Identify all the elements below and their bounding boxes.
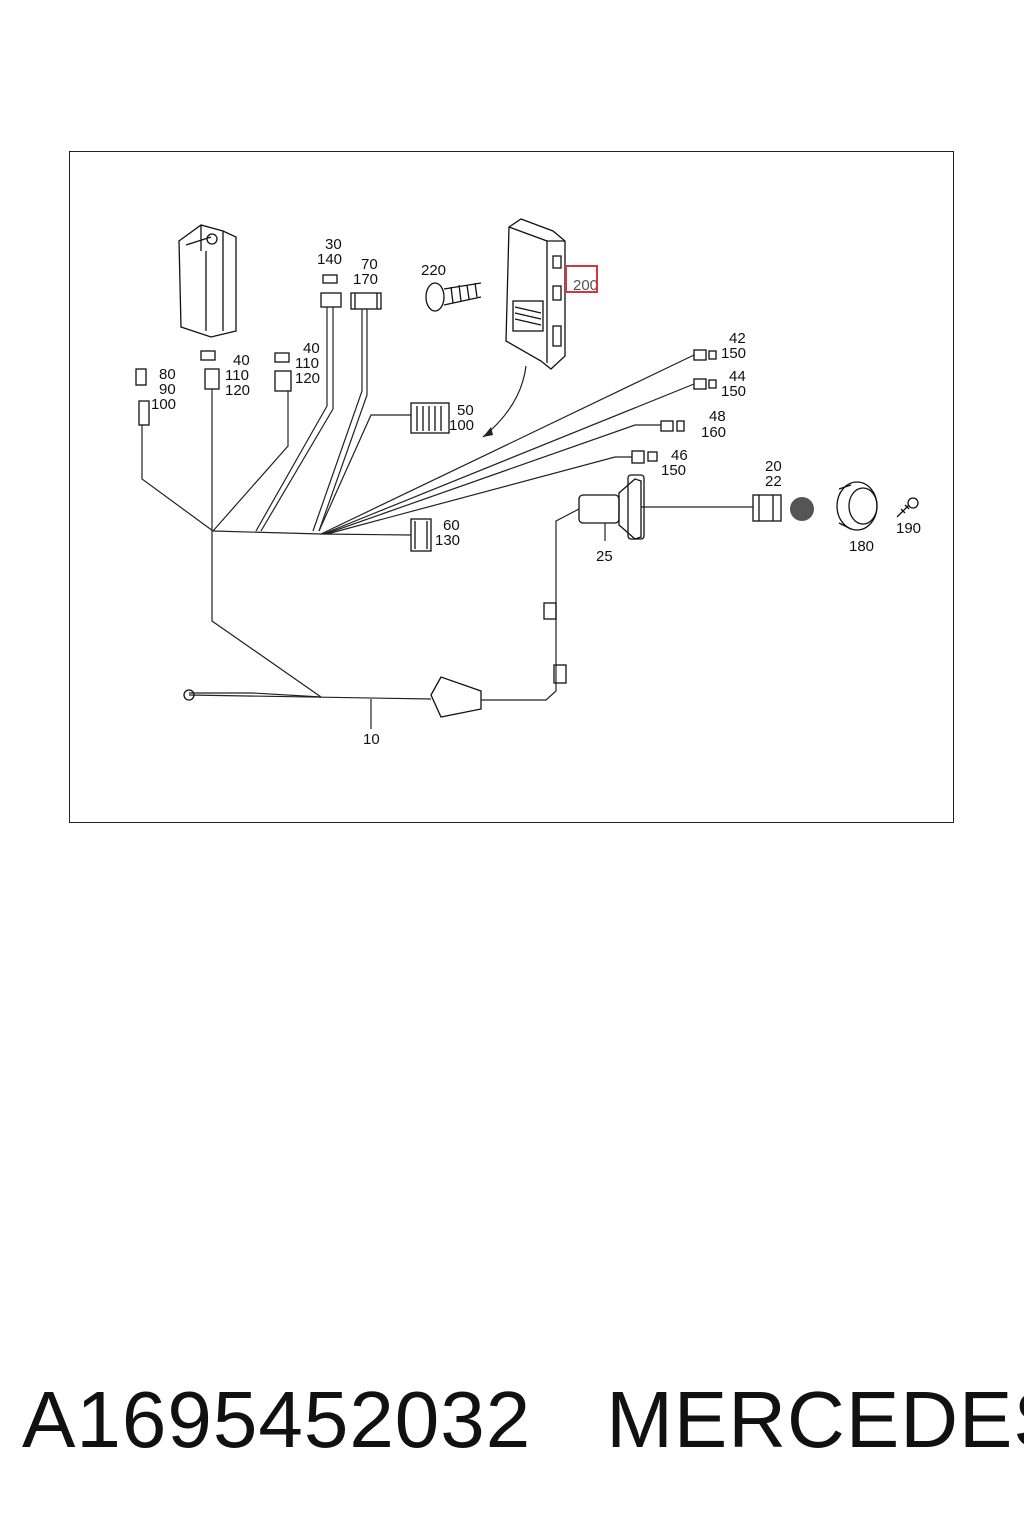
callout-22: 22 — [765, 473, 782, 490]
callout-44: 44 — [729, 368, 746, 385]
connector-44-part — [693, 378, 717, 390]
connector-60-part — [410, 518, 432, 552]
callout-42: 42 — [729, 330, 746, 347]
callout-60: 60 — [443, 517, 460, 534]
callout-70: 70 — [361, 256, 378, 273]
callout-50: 50 — [457, 402, 474, 419]
callout-25: 25 — [596, 548, 613, 565]
connector-40b-part — [274, 352, 292, 392]
connector-50-part — [410, 402, 450, 434]
callout-150b: 150 — [721, 383, 746, 400]
callout-30: 30 — [325, 236, 342, 253]
wiring-harness-diagram: 30 140 70 170 220 200 40 110 120 40 110 … — [135, 218, 921, 748]
bracket-part — [178, 224, 237, 338]
diagram-frame: 30 140 70 170 220 200 40 110 120 40 110 … — [69, 151, 954, 823]
screw-190-part — [896, 497, 919, 518]
callout-48: 48 — [709, 408, 726, 425]
connector-20-part — [752, 494, 782, 522]
callout-120a: 120 — [225, 382, 250, 399]
callout-170: 170 — [353, 271, 378, 288]
callout-140: 140 — [317, 251, 342, 268]
callout-220: 220 — [421, 262, 446, 279]
callout-40a: 40 — [233, 352, 250, 369]
callout-120b: 120 — [295, 370, 320, 387]
callout-100a: 100 — [151, 396, 176, 413]
callout-110a: 110 — [225, 367, 249, 384]
callout-40b: 40 — [303, 340, 320, 357]
connector-30-part — [320, 274, 342, 308]
callout-200: 200 — [573, 277, 598, 294]
connector-48-part — [660, 420, 685, 432]
highlight-callout-200 — [565, 265, 598, 293]
connector-70-part — [350, 292, 382, 310]
callout-180: 180 — [849, 538, 874, 555]
callout-160: 160 — [701, 424, 726, 441]
callout-150c: 150 — [661, 462, 686, 479]
callout-190: 190 — [896, 520, 921, 537]
connector-80-part — [135, 368, 150, 426]
callout-20: 20 — [765, 458, 782, 475]
brand-name: MERCEDES — [606, 1375, 1024, 1464]
part-number: A1695452032 — [22, 1375, 532, 1464]
connector-42-part — [693, 349, 717, 361]
connector-46-part — [631, 450, 658, 464]
grommet-25-part — [578, 474, 645, 540]
screw-220-part — [425, 282, 482, 312]
callout-110b: 110 — [295, 355, 319, 372]
callout-10: 10 — [363, 731, 380, 748]
cap-180-part — [836, 481, 878, 531]
connector-40a-part — [200, 350, 220, 390]
callout-90: 90 — [159, 381, 176, 398]
seal-part — [790, 497, 814, 521]
footer: A1695452032 MERCEDES — [22, 1370, 1024, 1470]
control-unit-part — [505, 218, 566, 370]
callout-80: 80 — [159, 366, 176, 383]
harness-wires — [141, 307, 753, 729]
callout-150a: 150 — [721, 345, 746, 362]
callout-100b: 100 — [449, 417, 474, 434]
callout-130: 130 — [435, 532, 460, 549]
callout-46: 46 — [671, 447, 688, 464]
